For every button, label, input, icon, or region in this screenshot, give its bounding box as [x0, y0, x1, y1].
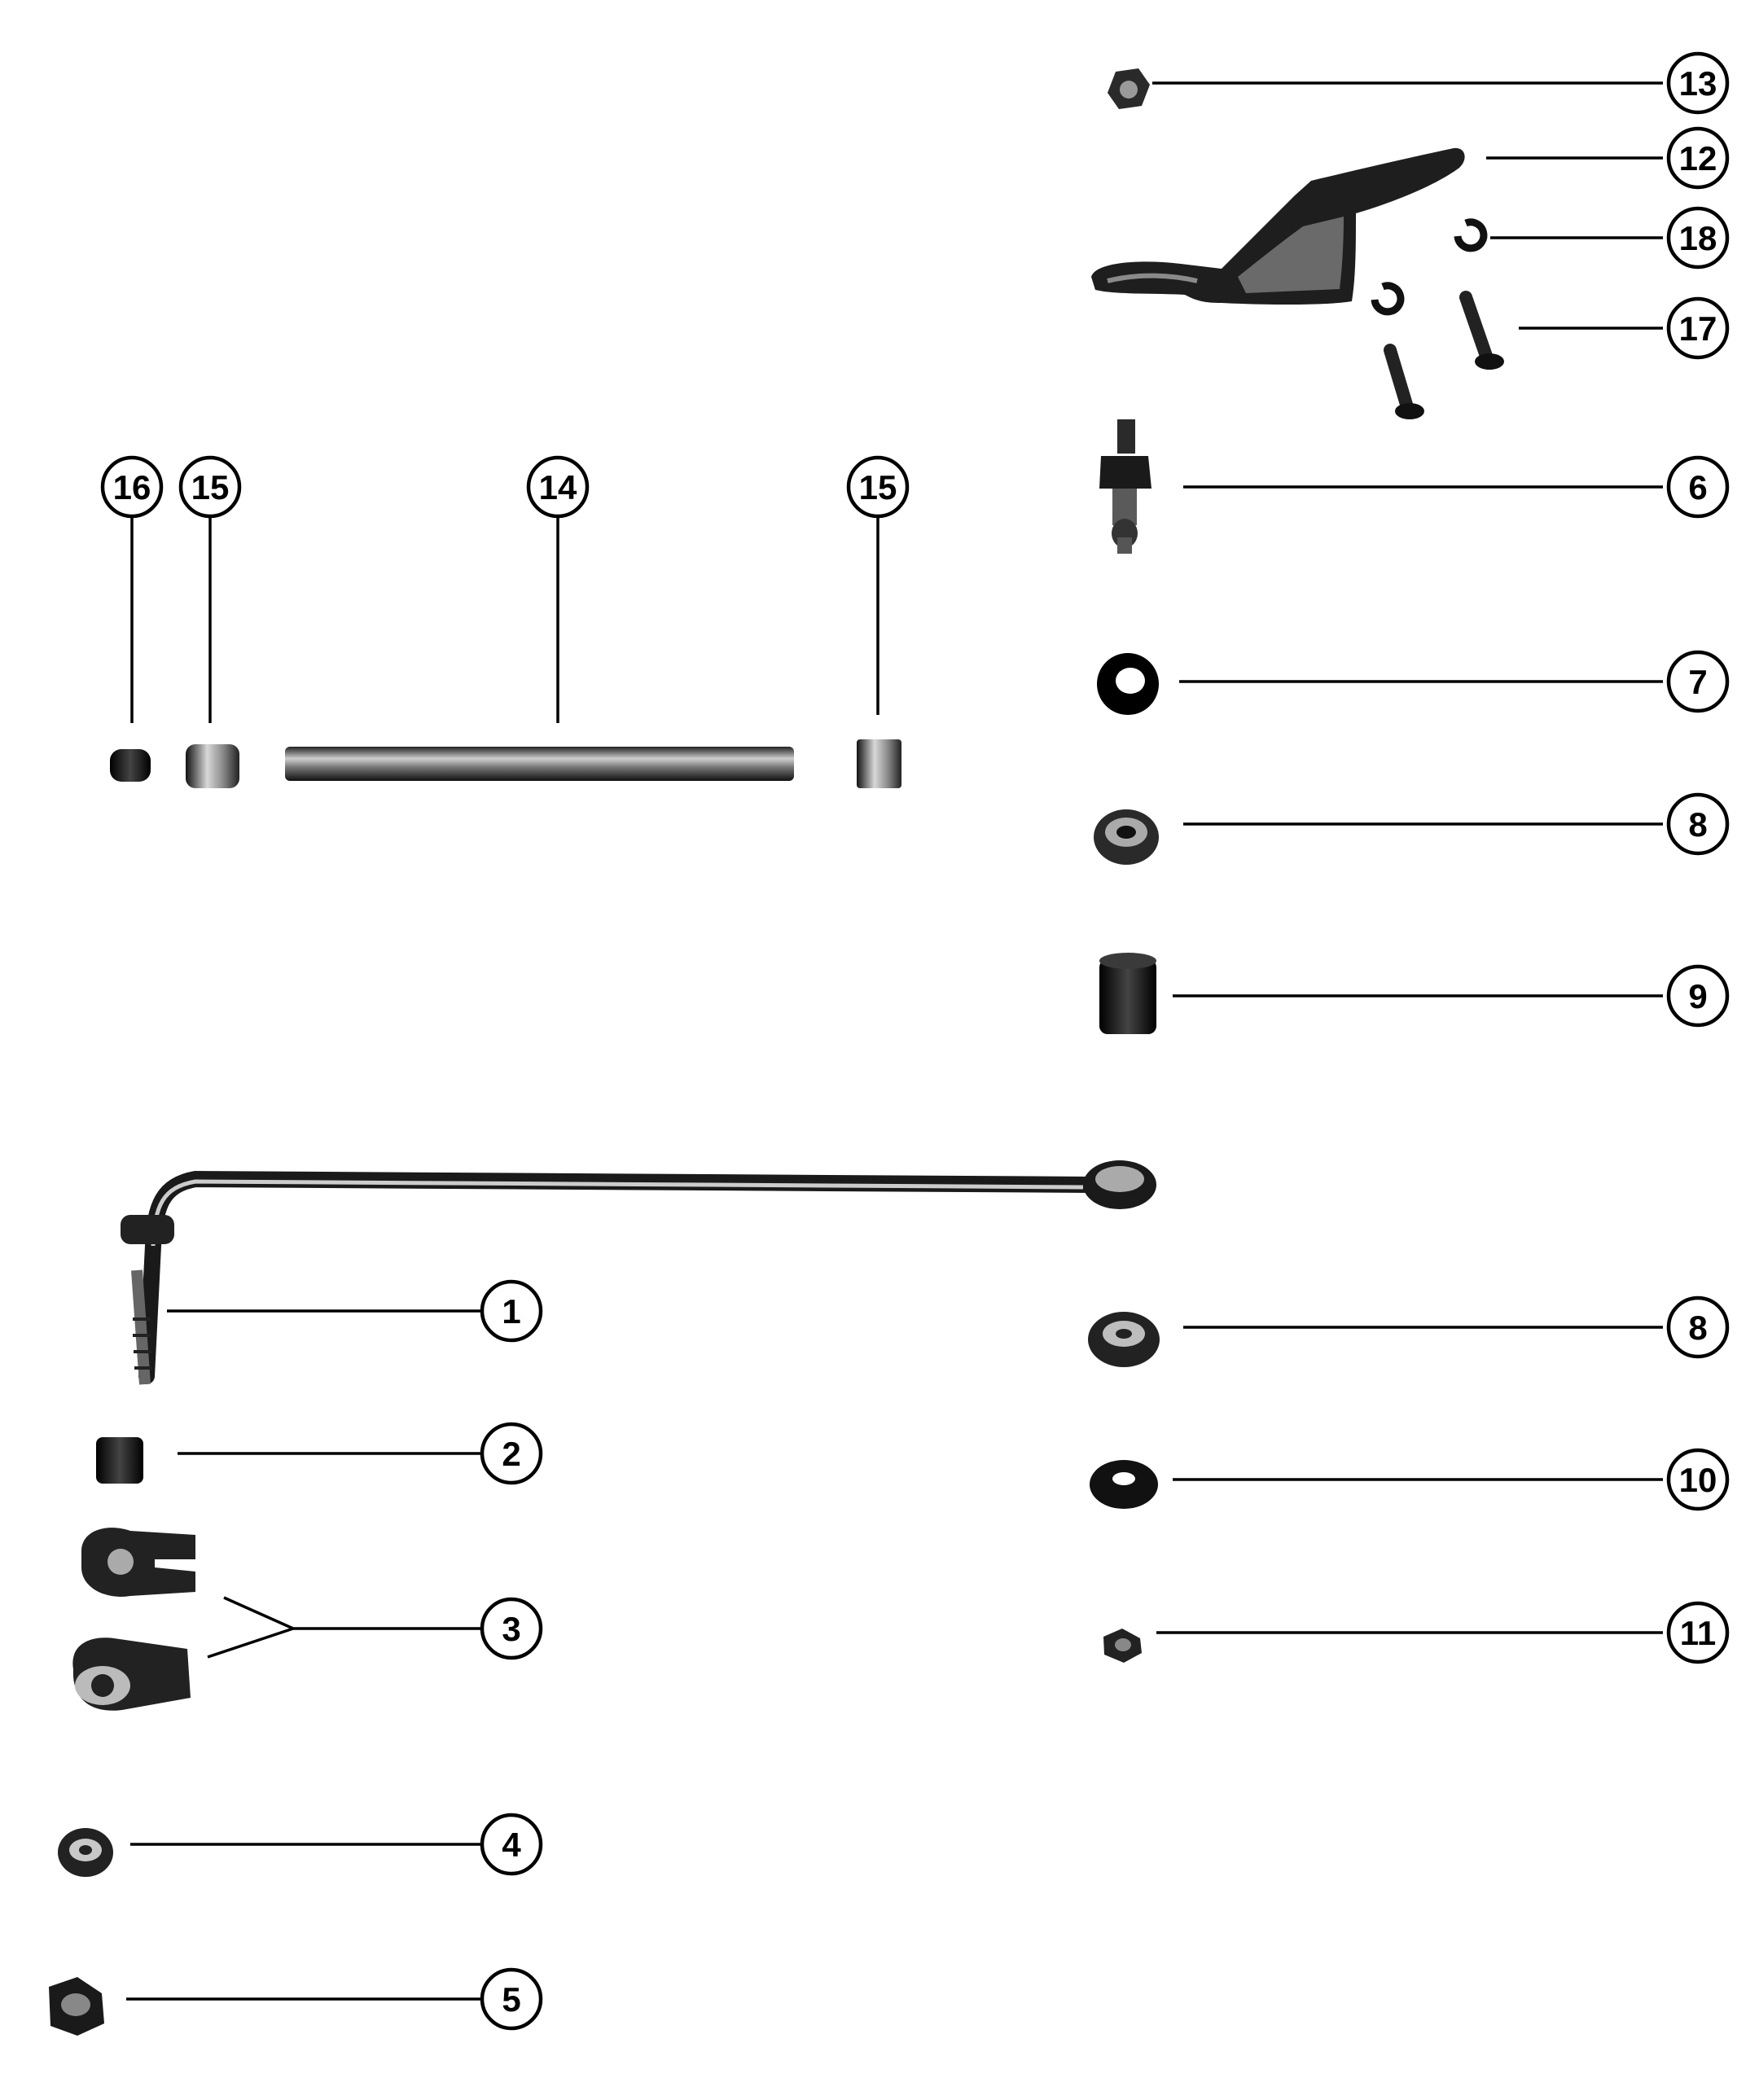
callout-4: 4 [480, 1813, 543, 1876]
leader-lines [126, 81, 1663, 2001]
part-3-ball-joints [72, 1528, 195, 1711]
callout-3-label: 3 [502, 1610, 520, 1648]
part-15-bushing-left [186, 744, 239, 788]
part-5-nut [49, 1977, 104, 2036]
callout-15-right: 15 [846, 455, 910, 519]
callout-13-label: 13 [1679, 64, 1717, 103]
part-17-pins [1384, 291, 1504, 419]
callout-3: 3 [480, 1597, 543, 1660]
callout-13: 13 [1666, 51, 1730, 115]
callout-16: 16 [100, 455, 164, 519]
part-13-nut [1108, 68, 1150, 109]
callout-1: 1 [480, 1279, 543, 1343]
callout-14-label: 14 [539, 468, 577, 506]
part-7-washer [1097, 653, 1159, 715]
callout-5-label: 5 [502, 1980, 520, 2019]
callout-6-label: 6 [1688, 468, 1707, 506]
callout-8-upper: 8 [1666, 792, 1730, 856]
callout-4-label: 4 [502, 1826, 521, 1864]
part-2-bushing [96, 1437, 143, 1484]
part-1-link-rod [121, 1160, 1156, 1385]
part-15-bushing-right [857, 739, 901, 788]
callout-11: 11 [1666, 1601, 1730, 1664]
callout-15-left: 15 [178, 455, 242, 519]
callout-10-label: 10 [1679, 1461, 1717, 1499]
callout-8-lower: 8 [1666, 1296, 1730, 1359]
part-6-stud [1099, 419, 1151, 554]
part-8-grommet-upper [1094, 809, 1159, 865]
callout-2: 2 [480, 1422, 543, 1485]
callout-6: 6 [1666, 455, 1730, 519]
callout-7-label: 7 [1688, 663, 1707, 701]
part-16-cap [110, 749, 151, 782]
part-8-grommet-lower [1088, 1312, 1160, 1367]
callout-15a-label: 15 [191, 468, 230, 506]
callout-9: 9 [1666, 964, 1730, 1028]
callout-17: 17 [1666, 296, 1730, 360]
callout-11-label: 11 [1680, 1614, 1716, 1652]
callout-12: 12 [1666, 126, 1730, 190]
callout-16-label: 16 [113, 468, 151, 506]
part-4-washer [58, 1828, 113, 1877]
callout-14: 14 [526, 455, 590, 519]
callout-2-label: 2 [502, 1435, 520, 1473]
part-9-bushing [1099, 953, 1156, 1034]
part-18-clips [1371, 218, 1488, 316]
callout-18: 18 [1666, 206, 1730, 270]
callout-9-label: 9 [1688, 977, 1707, 1015]
callout-8b-label: 8 [1688, 1309, 1707, 1347]
part-11-nut [1103, 1629, 1142, 1663]
callout-1-label: 1 [502, 1292, 520, 1331]
callout-17-label: 17 [1679, 309, 1717, 348]
callout-5: 5 [480, 1967, 543, 2031]
callout-10: 10 [1666, 1448, 1730, 1511]
callout-7: 7 [1666, 650, 1730, 713]
callout-18-label: 18 [1679, 219, 1717, 257]
part-14-shaft [285, 747, 794, 781]
part-12-lever [1091, 147, 1465, 305]
callout-12-label: 12 [1679, 139, 1717, 178]
callout-15b-label: 15 [859, 468, 897, 506]
callout-8a-label: 8 [1688, 805, 1707, 844]
part-10-washer [1090, 1460, 1158, 1509]
